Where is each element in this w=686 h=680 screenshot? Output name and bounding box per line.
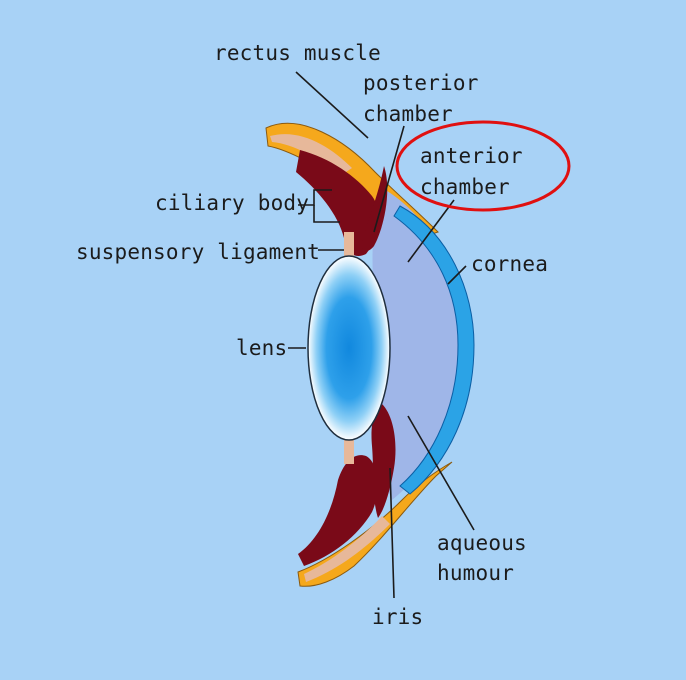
label-iris: iris <box>372 605 423 629</box>
label-anterior-chamber-line1: anterior <box>420 144 523 168</box>
suspensory-ligament-top <box>344 232 354 260</box>
leader-lines <box>288 71 475 599</box>
iris-top <box>361 166 388 251</box>
label-aqueous-humour-line2: humour <box>437 561 514 585</box>
highlight-circle <box>395 120 571 212</box>
ciliary-body-top <box>296 150 379 257</box>
label-lens: lens <box>236 336 287 360</box>
label-posterior-chamber-line1: posterior <box>363 71 479 95</box>
label-aqueous-humour-line1: aqueous <box>437 531 527 555</box>
label-anterior-chamber-line2: chamber <box>420 175 510 199</box>
sclera-bottom-inner <box>304 516 390 582</box>
lens-shape <box>307 255 391 441</box>
label-posterior-chamber-line2: chamber <box>363 102 453 126</box>
label-suspensory-ligament: suspensory ligament <box>76 240 320 264</box>
suspensory-ligament-bottom <box>344 430 354 464</box>
label-cornea: cornea <box>471 252 548 276</box>
iris-bottom <box>371 404 396 518</box>
label-ciliary-body: ciliary body <box>155 191 309 215</box>
ciliary-body-bottom <box>298 455 378 566</box>
label-rectus-muscle: rectus muscle <box>214 41 381 65</box>
